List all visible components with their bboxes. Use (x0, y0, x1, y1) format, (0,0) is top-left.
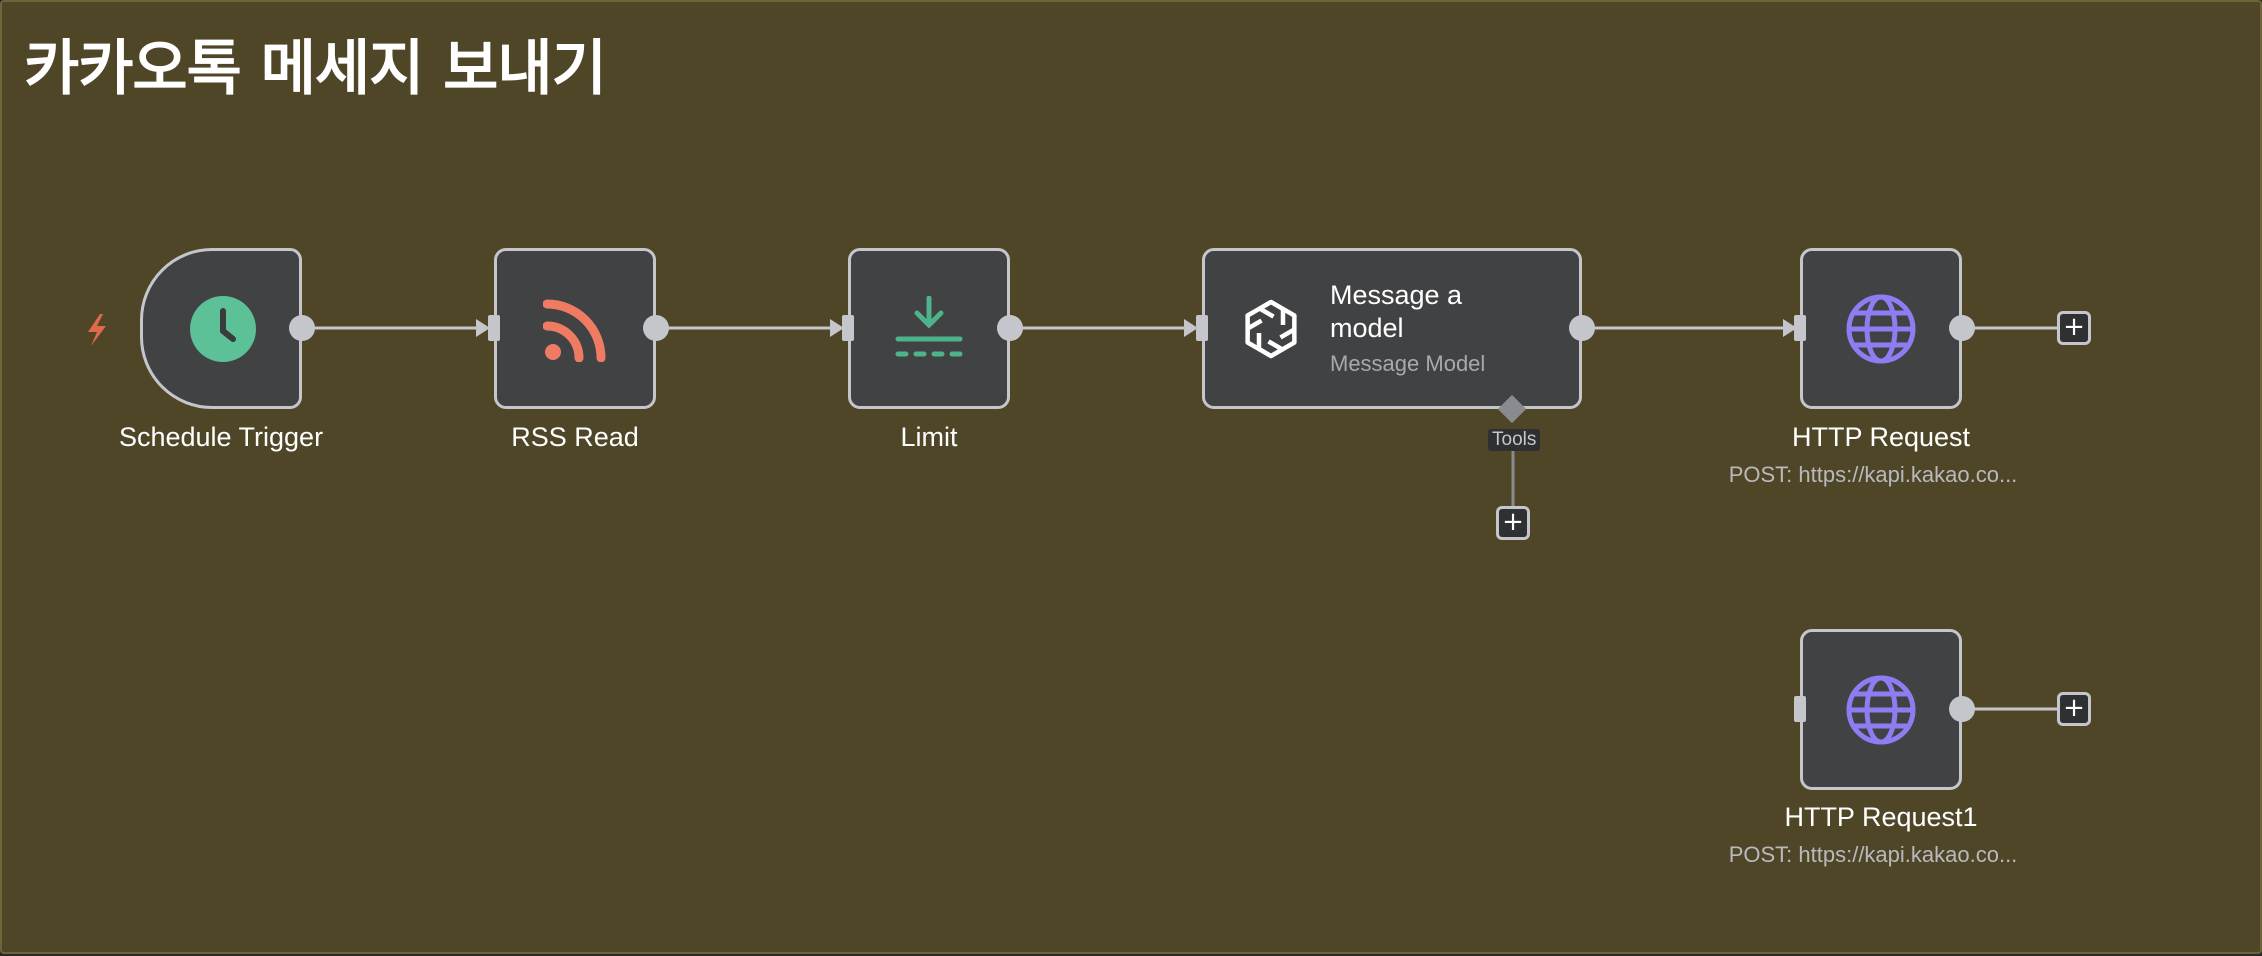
limit-node[interactable] (848, 248, 1010, 409)
limit-output-handle[interactable] (997, 315, 1023, 341)
rss-icon (543, 299, 606, 362)
http-request1-input-handle[interactable] (1794, 696, 1806, 722)
clock-icon (190, 296, 256, 362)
add-tool-button[interactable]: + (1496, 506, 1530, 540)
rss-read-label: RSS Read (511, 422, 639, 452)
schedule-output-handle[interactable] (289, 315, 315, 341)
message-model-output-handle[interactable] (1569, 315, 1595, 341)
limit-icon (895, 296, 963, 357)
arrow-head (476, 319, 490, 337)
schedule-trigger-node[interactable] (140, 248, 302, 409)
http-request-output-handle[interactable] (1949, 315, 1975, 341)
arrow-head (830, 319, 844, 337)
add-node-button[interactable]: + (2057, 692, 2091, 726)
message-model-subtitle: Message Model (1330, 351, 1486, 376)
arrow-head (1184, 319, 1198, 337)
message-model-node[interactable]: Message a model Message Model (1202, 248, 1582, 409)
http-request1-label: HTTP Request1 (1784, 802, 1978, 832)
schedule-trigger-label: Schedule Trigger (118, 422, 324, 452)
trigger-bolt-icon (88, 314, 106, 346)
workflow-title: 카카오톡 메세지 보내기 (24, 34, 607, 104)
tools-label: Tools (1488, 429, 1541, 451)
message-model-input-handle[interactable] (1196, 315, 1208, 341)
http-request1-sublabel: POST: https://kapi.kakao.co... (1728, 842, 2018, 867)
globe-icon (1846, 294, 1916, 364)
http-request1-node[interactable] (1800, 629, 1962, 790)
http-request-input-handle[interactable] (1794, 315, 1806, 341)
limit-label: Limit (900, 422, 958, 452)
http-request-node[interactable] (1800, 248, 1962, 409)
openai-icon (1245, 299, 1297, 359)
globe-icon (1846, 675, 1916, 745)
limit-input-handle[interactable] (842, 315, 854, 341)
add-node-button[interactable]: + (2057, 311, 2091, 345)
rss-read-node[interactable] (494, 248, 656, 409)
http-request1-output-handle[interactable] (1949, 696, 1975, 722)
rss-input-handle[interactable] (488, 315, 500, 341)
http-request-label: HTTP Request (1791, 422, 1971, 452)
arrow-head (1783, 319, 1797, 337)
rss-output-handle[interactable] (643, 315, 669, 341)
message-model-title: Message a model (1330, 280, 1463, 343)
http-request-sublabel: POST: https://kapi.kakao.co... (1728, 462, 2018, 487)
